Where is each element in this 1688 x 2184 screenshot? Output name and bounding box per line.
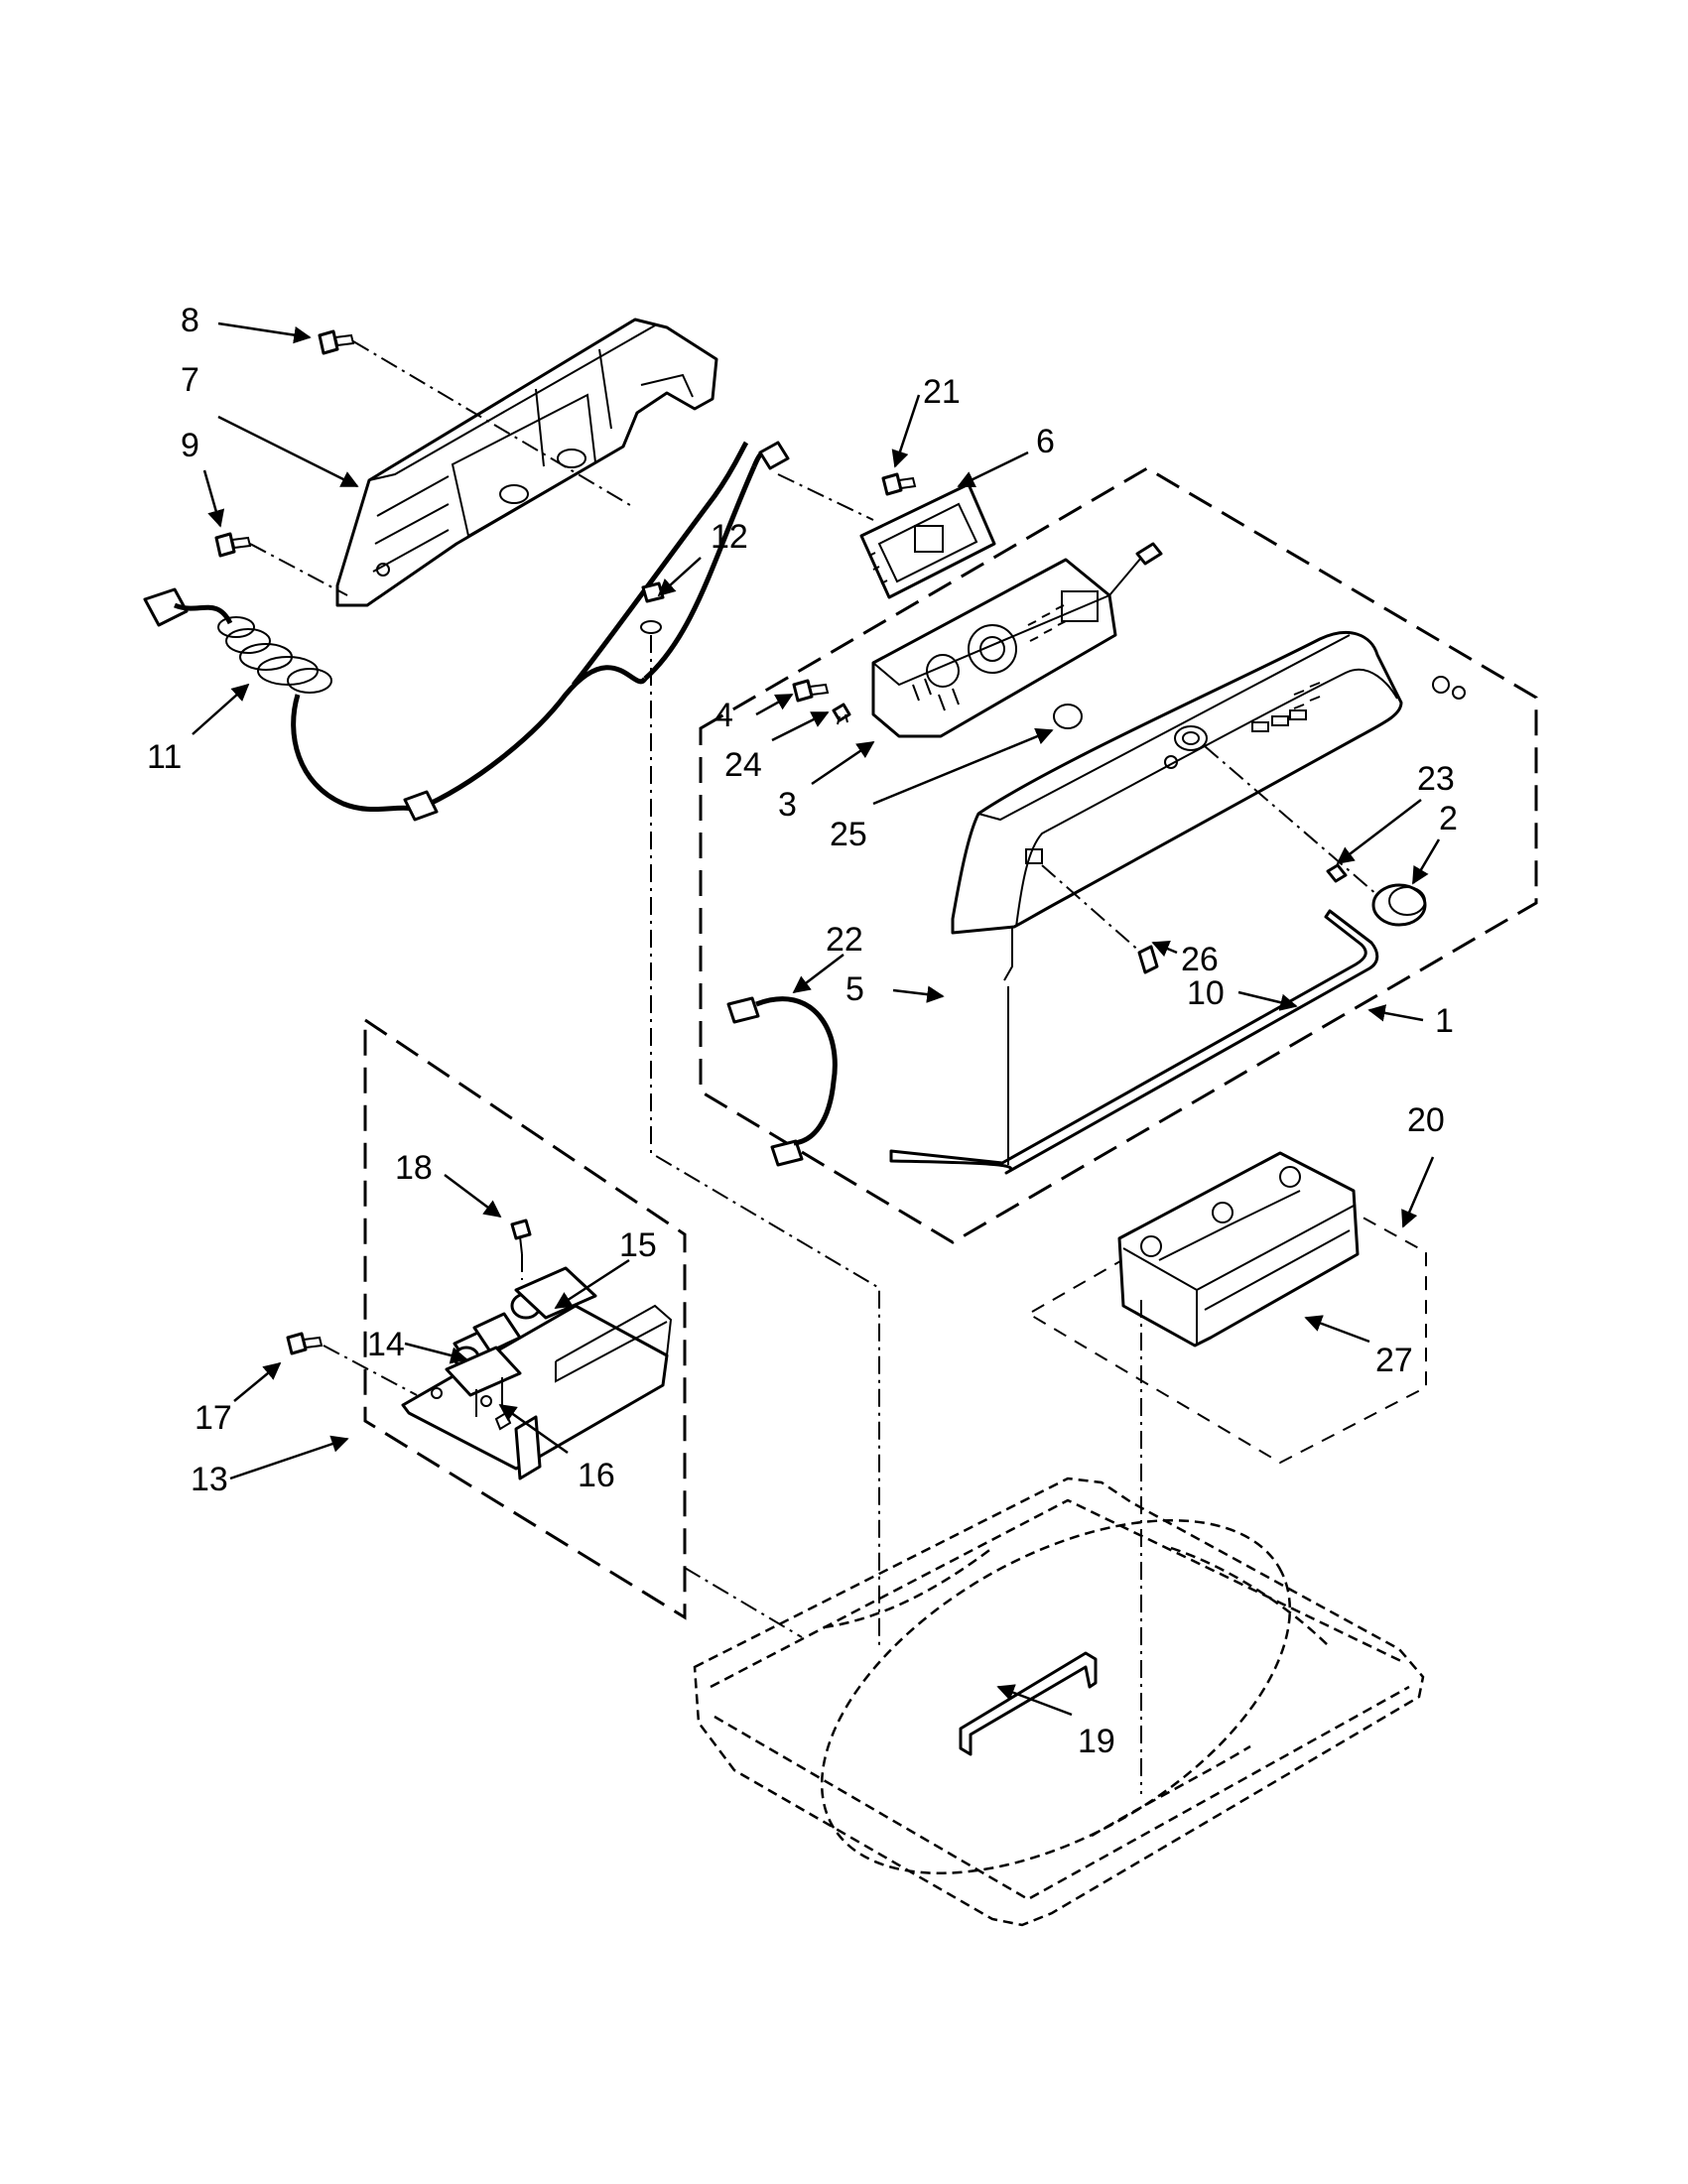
callout-16: 16 bbox=[578, 1457, 615, 1494]
water-valve-assembly bbox=[401, 1266, 673, 1480]
ground-axis bbox=[650, 635, 880, 1649]
wire-harness-upper bbox=[572, 441, 749, 687]
callout-5: 5 bbox=[845, 970, 864, 1008]
callout-10: 10 bbox=[1187, 974, 1225, 1012]
callout-23: 23 bbox=[1417, 760, 1455, 798]
callout-19: 19 bbox=[1078, 1723, 1115, 1760]
screw-8-axis bbox=[352, 340, 636, 509]
callout-9: 9 bbox=[181, 427, 199, 464]
clip-axis bbox=[1041, 864, 1142, 954]
knob-axis bbox=[1204, 745, 1378, 896]
callout-13: 13 bbox=[191, 1461, 228, 1498]
callout-14: 14 bbox=[367, 1326, 405, 1363]
callout-27: 27 bbox=[1375, 1342, 1413, 1379]
control-board-6 bbox=[859, 482, 996, 599]
power-cord bbox=[143, 441, 790, 822]
console-5 bbox=[951, 630, 1403, 981]
bracket-19 bbox=[959, 1651, 1098, 1756]
valve-assembly-boundary bbox=[363, 1017, 687, 1620]
callout-7: 7 bbox=[181, 361, 199, 399]
clip-26 bbox=[1137, 945, 1159, 974]
screw-8 bbox=[318, 329, 355, 355]
callout-2: 2 bbox=[1439, 800, 1458, 837]
screw-9 bbox=[214, 532, 252, 558]
callout-8: 8 bbox=[181, 302, 199, 339]
top-panel-ghost bbox=[693, 1477, 1425, 1927]
dispenser-27 bbox=[1117, 1151, 1360, 1348]
spring-23 bbox=[1326, 863, 1348, 883]
callout-labels: 8 7 9 11 12 21 6 4 24 3 25 23 2 26 10 1 … bbox=[147, 302, 1458, 1760]
callout-21: 21 bbox=[923, 373, 961, 411]
callout-20: 20 bbox=[1407, 1101, 1445, 1139]
cord-axis bbox=[777, 473, 874, 521]
screw-18 bbox=[510, 1219, 532, 1255]
wire-harness-22 bbox=[726, 996, 838, 1167]
console-rear-panel bbox=[335, 318, 718, 607]
callout-3: 3 bbox=[778, 786, 797, 824]
lens-25 bbox=[1053, 704, 1083, 729]
screw-17 bbox=[286, 1332, 324, 1355]
screw-17-axis bbox=[323, 1345, 418, 1396]
callout-25: 25 bbox=[830, 816, 867, 853]
button-caps-top-right bbox=[1432, 676, 1466, 700]
callout-22: 22 bbox=[826, 921, 863, 959]
callout-17: 17 bbox=[195, 1399, 232, 1437]
screw-9-axis bbox=[249, 543, 348, 596]
trim-strip-10 bbox=[889, 909, 1379, 1175]
screw-4 bbox=[792, 679, 830, 703]
valve-axis bbox=[684, 1567, 803, 1638]
callout-6: 6 bbox=[1036, 423, 1055, 460]
leader-lines bbox=[192, 321, 1441, 1717]
led-24 bbox=[832, 703, 851, 725]
ui-board-3 bbox=[871, 542, 1163, 738]
callout-18: 18 bbox=[395, 1149, 433, 1187]
screw-21 bbox=[881, 472, 917, 496]
callout-15: 15 bbox=[619, 1226, 657, 1264]
ground-screw-12 bbox=[640, 581, 665, 634]
callout-24: 24 bbox=[724, 746, 762, 784]
callout-4: 4 bbox=[714, 697, 733, 734]
callout-1: 1 bbox=[1435, 1002, 1454, 1040]
callout-11: 11 bbox=[147, 738, 182, 776]
callout-26: 26 bbox=[1181, 941, 1219, 978]
knob-2 bbox=[1371, 883, 1427, 927]
callout-12: 12 bbox=[711, 518, 748, 556]
console-assembly-boundary bbox=[699, 466, 1538, 1244]
